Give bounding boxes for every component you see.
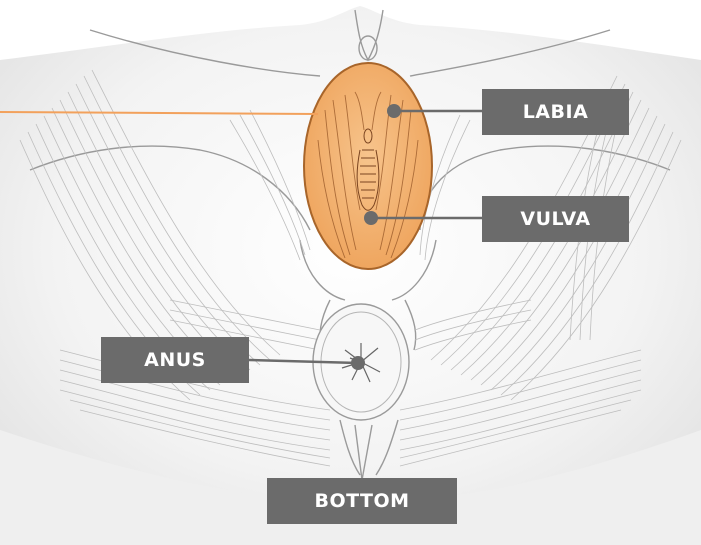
labia-highlight xyxy=(304,63,432,269)
connector-dot-anus xyxy=(351,356,365,370)
label-vulva: VULVA xyxy=(482,196,629,242)
label-labia: LABIA xyxy=(482,89,629,135)
label-bottom: BOTTOM xyxy=(267,478,457,524)
connector-dot-vulva xyxy=(364,211,378,225)
label-anus: ANUS xyxy=(101,337,249,383)
connector-dot-labia xyxy=(387,104,401,118)
